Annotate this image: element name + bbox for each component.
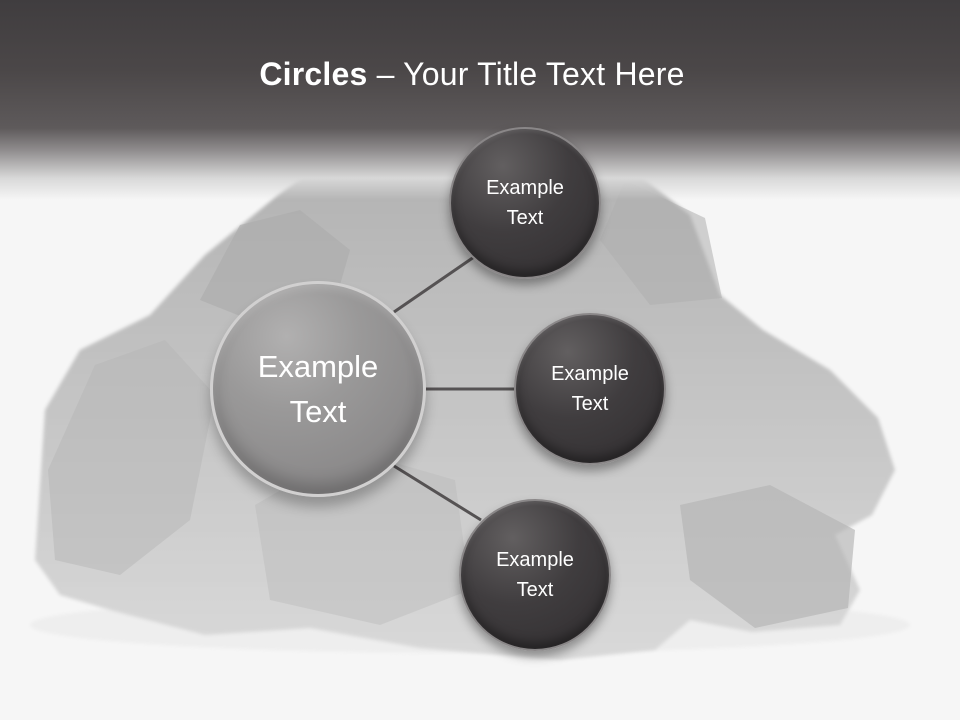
slide-title: Circles – Your Title Text Here xyxy=(0,52,944,96)
branch-circle-bottom: Example Text xyxy=(459,499,611,651)
branch-circle-top: Example Text xyxy=(449,127,601,279)
connector-top xyxy=(393,255,475,314)
title-subtitle: – Your Title Text Here xyxy=(367,56,685,92)
branch-circle-middle: Example Text xyxy=(514,313,666,465)
title-strong: Circles xyxy=(259,56,368,92)
branch-circle-label: Example Text xyxy=(496,549,574,601)
central-circle: Example Text xyxy=(210,281,426,497)
central-circle-label: Example Text xyxy=(257,349,379,429)
branch-circle-label: Example Text xyxy=(551,363,629,415)
connector-bottom xyxy=(393,464,482,522)
branch-circle-label: Example Text xyxy=(486,177,564,229)
